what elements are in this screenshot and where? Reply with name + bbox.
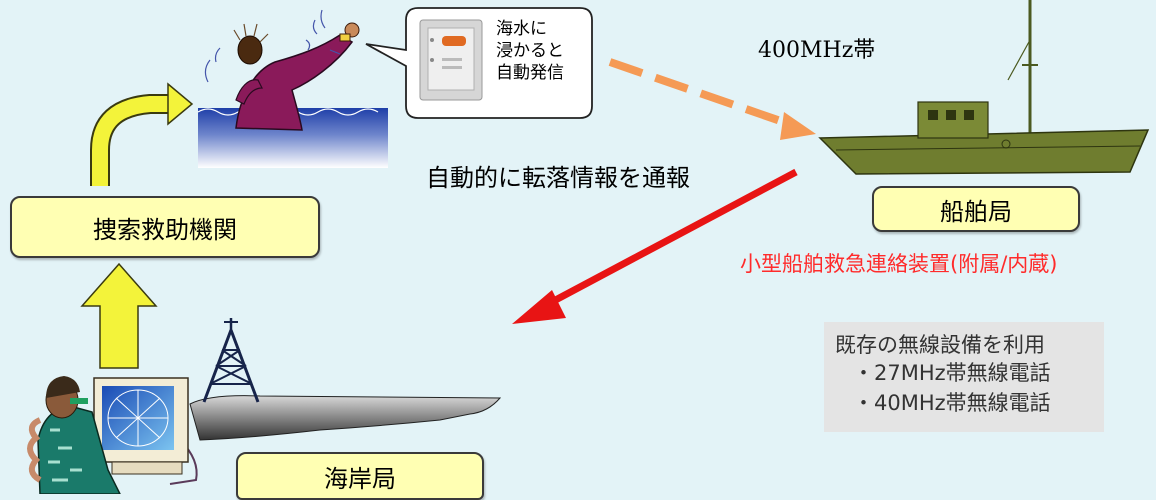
coast-station-box: 海岸局 <box>236 452 484 500</box>
existing-equipment-box: 既存の無線設備を利用 ・27MHz帯無線電話 ・40MHz帯無線電話 <box>824 322 1104 432</box>
ship-station-box: 船舶局 <box>872 186 1080 232</box>
bubble-text-line1: 海水に <box>496 19 547 39</box>
bubble-text-line2: 浸かると <box>496 41 564 61</box>
yellow-curved-arrow <box>90 82 194 186</box>
coast-land <box>189 395 502 441</box>
yellow-up-arrow <box>80 262 158 369</box>
bubble-text-line3: 自動発信 <box>496 63 564 83</box>
transmitter-device-icon <box>419 19 483 101</box>
coast-station-label: 海岸局 <box>324 464 396 493</box>
existing-equipment-item-40mhz: ・40MHz帯無線電話 <box>853 391 1051 415</box>
existing-equipment-item-27mhz: ・27MHz帯無線電話 <box>853 361 1051 385</box>
frequency-label: 400MHz帯 <box>758 38 876 63</box>
notify-label: 自動的に転落情報を通報 <box>426 164 690 192</box>
search-rescue-label: 捜索救助機関 <box>93 215 237 244</box>
drowning-person-icon <box>197 9 388 168</box>
fishing-boat-icon <box>818 0 1150 175</box>
computer-operator-icon <box>27 376 198 494</box>
radio-tower-icon <box>202 318 260 403</box>
orange-dashed-arrow <box>608 58 816 140</box>
search-rescue-box: 捜索救助機関 <box>10 196 320 258</box>
existing-equipment-title: 既存の無線設備を利用 <box>835 333 1045 357</box>
ship-station-label: 船舶局 <box>940 197 1012 226</box>
red-arrow <box>512 168 798 324</box>
ship-device-label: 小型船舶救急連絡装置(附属/内蔵) <box>740 252 1058 276</box>
